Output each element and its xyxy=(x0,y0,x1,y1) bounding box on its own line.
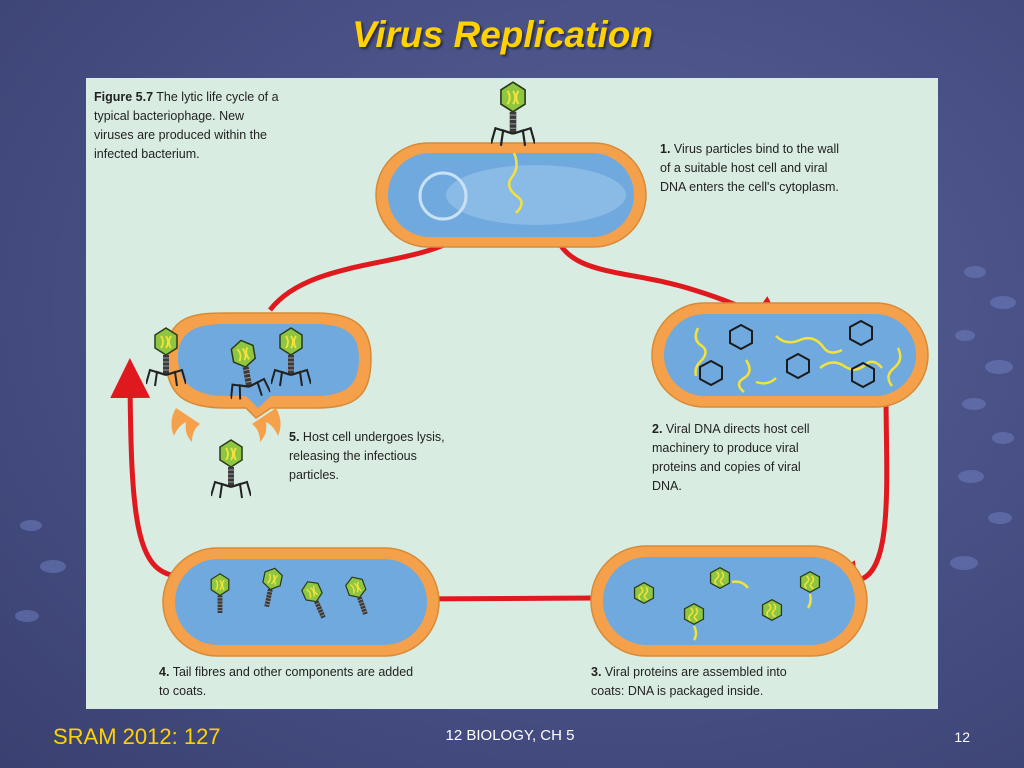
step-3-number: 3. xyxy=(591,665,602,679)
host-cell-step-3 xyxy=(590,545,868,657)
step-1-text: Virus particles bind to the wall of a su… xyxy=(660,142,840,194)
step-1-label: 1. Virus particles bind to the wall of a… xyxy=(660,140,840,197)
step-5-text: Host cell undergoes lysis, releasing the… xyxy=(289,430,445,482)
background-decoration xyxy=(40,560,66,573)
step-4-text: Tail fibres and other components are add… xyxy=(159,665,414,698)
host-cell-step-1 xyxy=(375,81,647,248)
step-3-label: 3. Viral proteins are assembled into coa… xyxy=(591,663,821,701)
background-decoration xyxy=(964,266,986,278)
step-2-number: 2. xyxy=(652,422,663,436)
background-decoration xyxy=(958,470,984,483)
step-1-number: 1. xyxy=(660,142,671,156)
step-4-number: 4. xyxy=(159,665,170,679)
footer-reference: SRAM 2012: 127 xyxy=(53,724,221,749)
background-decoration xyxy=(950,556,978,570)
step-4-label: 4. Tail fibres and other components are … xyxy=(159,663,419,701)
footer-course: 12 BIOLOGY, CH 5 xyxy=(445,727,575,744)
background-decoration xyxy=(985,360,1013,374)
step-2-label: 2. Viral DNA directs host cell machinery… xyxy=(652,420,822,496)
background-decoration xyxy=(20,520,42,531)
host-cell-step-5 xyxy=(146,312,372,499)
background-decoration xyxy=(992,432,1014,444)
background-decoration xyxy=(988,512,1012,524)
caption-text: The lytic life cycle of a typical bacter… xyxy=(94,90,279,161)
figure-caption: Figure 5.7 The lytic life cycle of a typ… xyxy=(94,88,279,164)
host-cell-step-2 xyxy=(651,302,929,408)
slide-title: Virus Replication xyxy=(352,14,653,55)
step-3-text: Viral proteins are assembled into coats:… xyxy=(591,665,787,698)
background-decoration xyxy=(990,296,1016,309)
step-5-label: 5. Host cell undergoes lysis, releasing … xyxy=(289,428,459,485)
lytic-cycle-diagram xyxy=(110,81,929,657)
step-5-number: 5. xyxy=(289,430,300,444)
background-decoration xyxy=(15,610,39,622)
background-decoration xyxy=(955,330,975,341)
host-cell-step-4 xyxy=(162,547,440,657)
background-decoration xyxy=(962,398,986,410)
lytic-cycle-figure: Figure 5.7 The lytic life cycle of a typ… xyxy=(86,78,938,709)
step-2-text: Viral DNA directs host cell machinery to… xyxy=(652,422,810,493)
caption-label: Figure 5.7 xyxy=(94,90,154,104)
page-number: 12 xyxy=(954,729,970,745)
